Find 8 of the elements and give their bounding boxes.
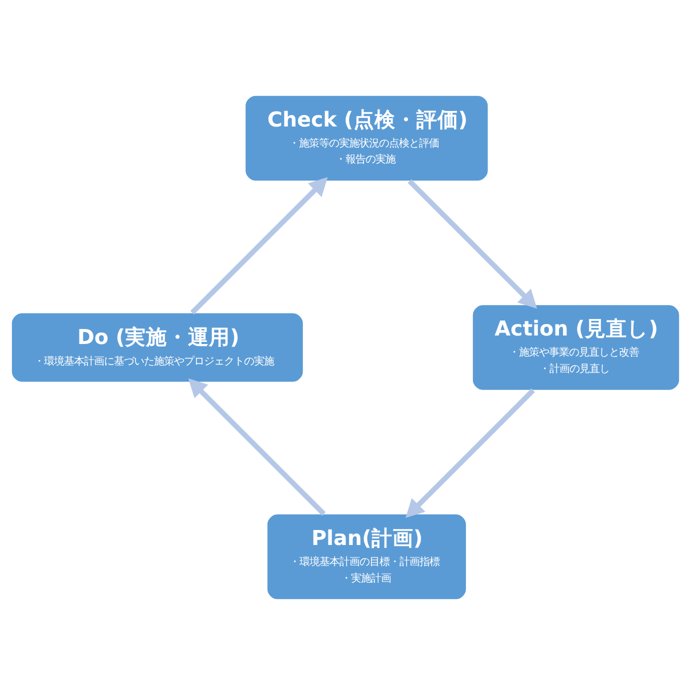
- arrow: [188, 378, 326, 516]
- node-box: Plan(計画) ・環境基本計画の目標・計画指標 ・実施計画: [266, 514, 467, 600]
- node-box: Action (見直し) ・施策や事業の見直しと改善 ・計画の見直し: [472, 304, 680, 391]
- node-box: Do (実施・運用) ・環境基本計画に基づいた施策やプロジェクトの実施: [11, 312, 304, 383]
- arrow: [406, 388, 535, 518]
- arrow: [408, 179, 538, 309]
- node-box: Check (点検・評価) ・施策等の実施状況の点検と評価 ・報告の実施: [244, 95, 489, 182]
- arrow: [190, 177, 328, 315]
